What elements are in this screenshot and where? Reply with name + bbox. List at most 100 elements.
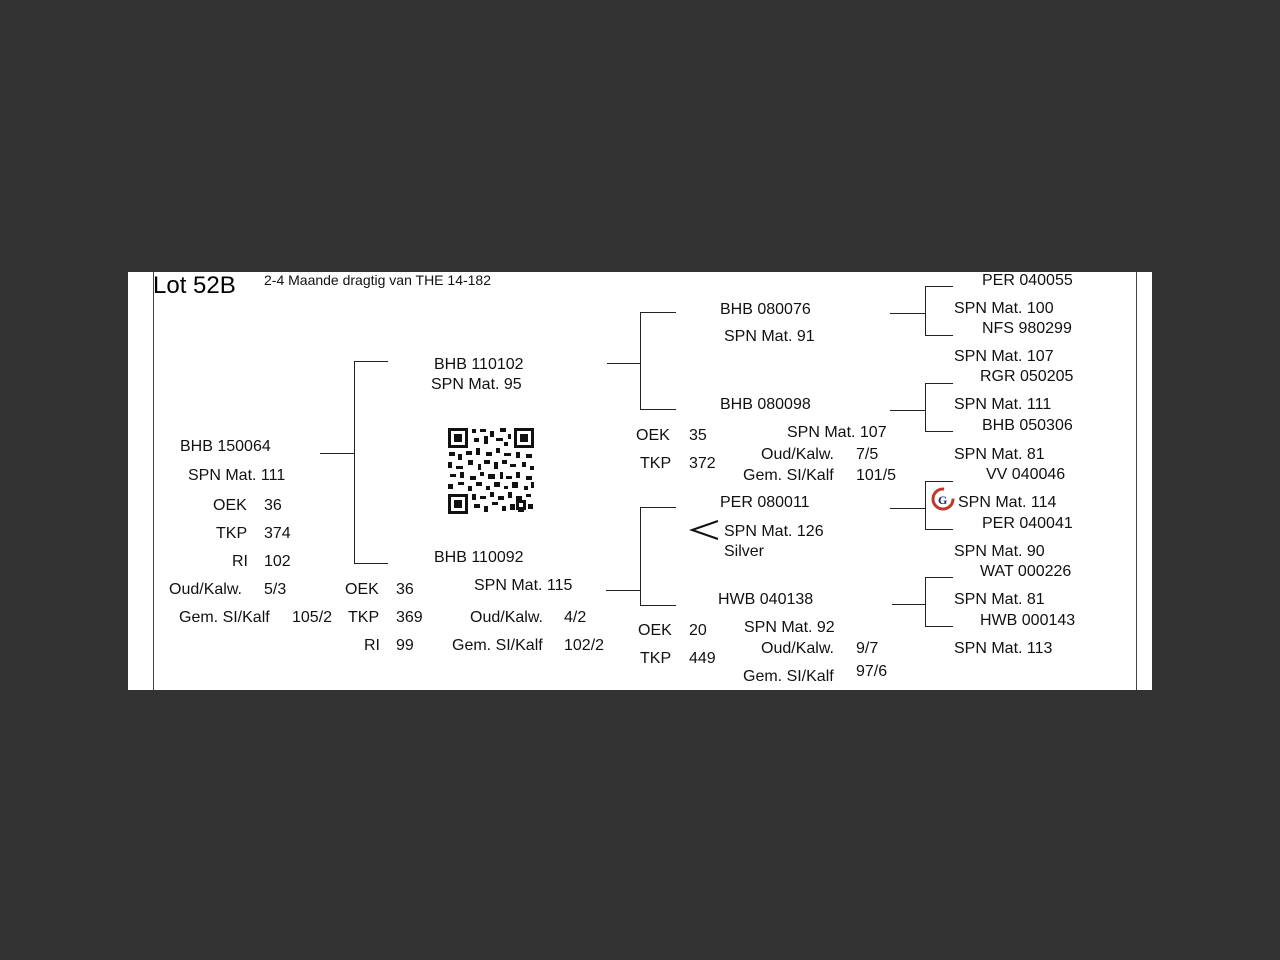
ds-id: PER 080011 [720,494,810,511]
gg-ssd-spn: SPN Mat. 107 [954,348,1054,365]
bracket-line [925,286,926,336]
dd-id: HWB 040138 [718,591,814,608]
gg-dss-id: VV 040046 [986,466,1066,483]
bracket-line [925,383,953,384]
gg-ddd-id: HWB 000143 [980,612,1076,629]
sd-tkp-value: 372 [689,455,716,472]
pedigree-card: Lot 52B 2-4 Maande dragtig van THE 14-18… [128,272,1152,690]
ss-spn: SPN Mat. 91 [724,328,815,345]
gg-ds-spn: SPN Mat. 114 [958,494,1057,511]
animal-tkp-label: TKP [216,525,248,542]
gg-dd-spn: SPN Mat. 81 [954,591,1045,608]
sd-oud-label: Oud/Kalw. [761,446,834,463]
dam-spn: SPN Mat. 115 [474,577,573,594]
dam-oek-value: 36 [396,581,414,598]
bracket-line [925,481,926,530]
gg-sdd-spn: SPN Mat. 81 [954,446,1045,463]
sd-spn: SPN Mat. 107 [787,424,887,441]
sd-id: BHB 080098 [720,396,811,413]
bracket-line [890,410,926,411]
animal-gem-value: 105/2 [292,609,333,626]
bracket-line [925,529,953,530]
bracket-line [640,507,676,508]
animal-oek-value: 36 [264,497,282,514]
gg-dsd-spn: SPN Mat. 90 [954,543,1045,560]
bracket-line [925,335,953,336]
bracket-line [640,312,676,313]
bracket-line [354,563,388,564]
gg-ssd-id: NFS 980299 [982,320,1072,337]
dam-gem-label: Gem. SI/Kalf [452,637,543,654]
dam-tkp-label: TKP [348,609,380,626]
sd-gem-label: Gem. SI/Kalf [743,467,834,484]
dam-oek-label: OEK [345,581,379,598]
left-margin-rule [153,272,154,690]
dam-gem-value: 102/2 [564,637,605,654]
sd-tkp-label: TKP [640,455,672,472]
bracket-line [925,626,953,627]
dam-tkp-value: 369 [396,609,423,626]
dd-tkp-label: TKP [640,650,672,667]
right-margin-rule [1136,272,1137,690]
animal-id: BHB 150064 [180,438,271,455]
bracket-line [892,604,926,605]
animal-tkp-value: 374 [264,525,291,542]
ss-id: BHB 080076 [720,301,811,318]
ds-note: Silver [724,543,765,560]
gg-ss-spn: SPN Mat. 100 [954,300,1054,317]
dd-oud-label: Oud/Kalw. [761,640,834,657]
animal-oek-label: OEK [213,497,247,514]
bracket-line [640,605,676,606]
animal-ri-label: RI [232,553,248,570]
animal-oud-label: Oud/Kalw. [169,581,242,598]
dd-gem-value: 97/6 [856,663,888,680]
animal-gem-label: Gem. SI/Kalf [179,609,270,626]
bracket-line [925,481,953,482]
gg-sds-id: RGR 050205 [980,368,1074,385]
bracket-line [354,361,388,362]
bracket-line [890,508,926,509]
bracket-line [890,313,926,314]
dd-oud-value: 9/7 [856,640,879,657]
sd-oud-value: 7/5 [856,446,879,463]
bracket-line [925,577,953,578]
bracket-line [354,361,355,564]
bracket-line [925,383,926,432]
sire-spn: SPN Mat. 95 [431,376,522,393]
breeder-logo-icon: G [931,487,955,511]
lot-title: Lot 52B [153,272,236,299]
sd-oek-value: 35 [689,427,707,444]
animal-oud-value: 5/3 [264,581,287,598]
dd-oek-value: 20 [689,622,707,639]
dd-gem-label: Gem. SI/Kalf [743,668,834,685]
dd-spn: SPN Mat. 92 [744,619,835,636]
dd-oek-label: OEK [638,622,672,639]
qr-code-icon [446,426,536,516]
bracket-line [606,590,641,591]
lot-subtitle: 2-4 Maande dragtig van THE 14-182 [264,272,491,288]
gg-sss-id: PER 040055 [982,272,1073,289]
sd-gem-value: 101/5 [856,467,897,484]
bracket-line [640,312,641,410]
dam-oud-label: Oud/Kalw. [470,609,543,626]
gg-ddd-spn: SPN Mat. 113 [954,640,1053,657]
bracket-line [925,286,953,287]
animal-spn: SPN Mat. 111 [188,467,286,484]
gg-dsd-id: PER 040041 [982,515,1073,532]
less-than-icon [688,520,719,540]
sire-id: BHB 110102 [434,356,524,373]
animal-ri-value: 102 [264,553,291,570]
bracket-line [925,577,926,627]
gg-sdd-id: BHB 050306 [982,417,1073,434]
gg-dds-id: WAT 000226 [980,563,1072,580]
sd-oek-label: OEK [636,427,670,444]
svg-text:G: G [938,493,947,507]
dd-tkp-value: 449 [689,650,716,667]
dam-ri-label: RI [364,637,380,654]
bracket-line [925,431,953,432]
bracket-line [640,409,676,410]
bracket-line [640,507,641,606]
dam-oud-value: 4/2 [564,609,587,626]
bracket-line [320,453,355,454]
dam-ri-value: 99 [396,637,414,654]
